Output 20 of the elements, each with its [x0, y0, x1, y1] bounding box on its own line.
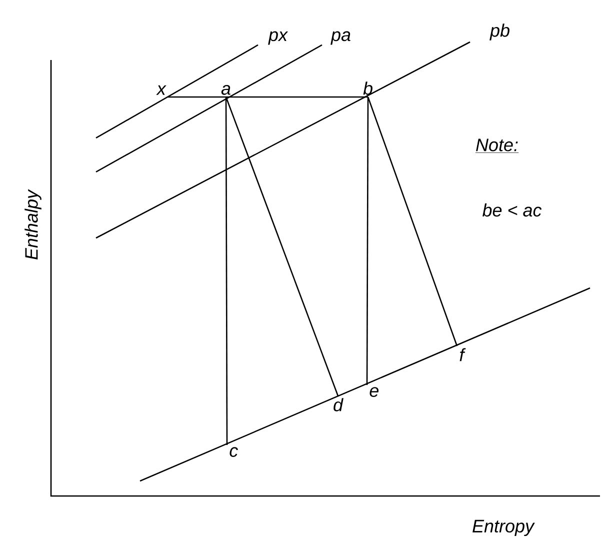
point-label: e [370, 387, 378, 397]
process-line [226, 96, 368, 98]
point-label: b [363, 82, 372, 95]
note-text: be < ac [482, 203, 542, 217]
process-line [367, 96, 458, 346]
process-line [366, 97, 369, 385]
note-heading: Note: [475, 138, 519, 153]
point-label: x [156, 85, 166, 95]
axis-title: Enthalpy [24, 189, 42, 260]
point-label: f [460, 348, 466, 362]
pressure-label: pa [330, 31, 350, 45]
point-label: d [334, 398, 344, 412]
pressure-label: pb [490, 24, 510, 40]
point-label: a [221, 84, 230, 95]
process-line [225, 96, 339, 396]
process-line [168, 96, 226, 98]
process-line [225, 97, 228, 445]
pressure-label: px [268, 31, 288, 45]
point-label: c [230, 447, 238, 457]
axis-title: Entropy [472, 520, 535, 536]
